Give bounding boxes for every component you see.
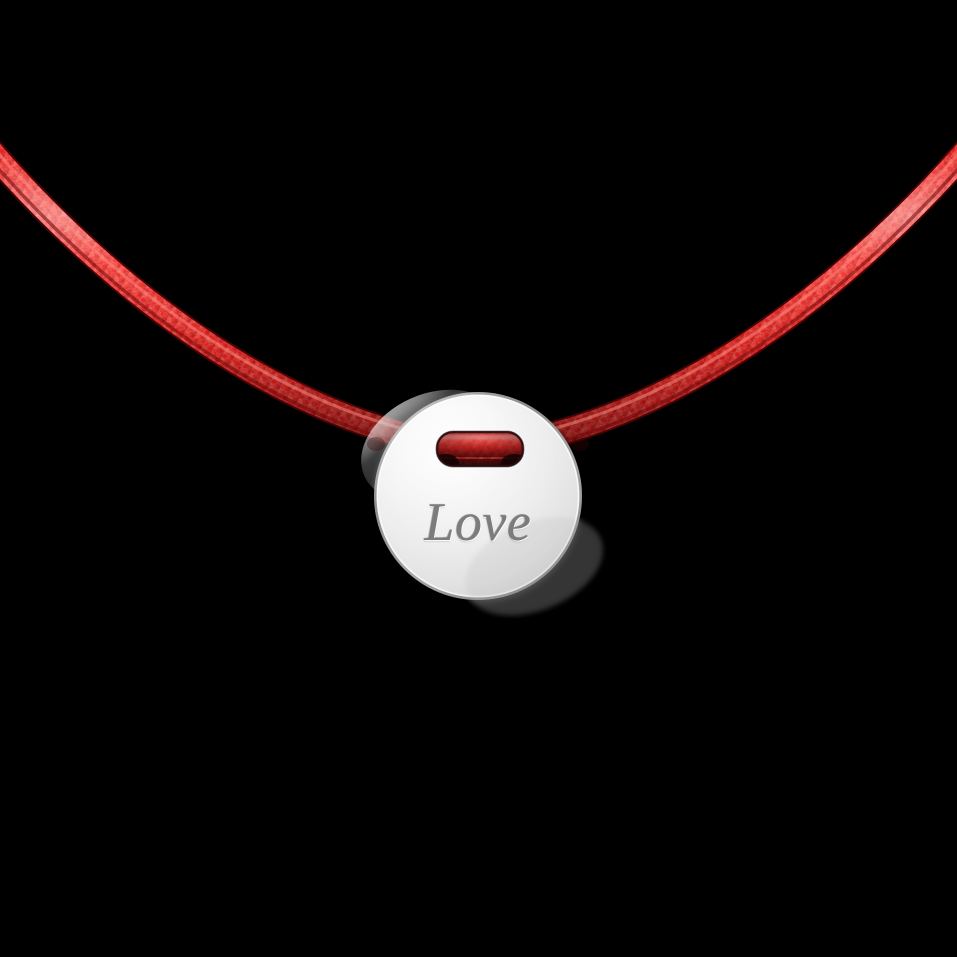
disc-highlight — [361, 389, 503, 503]
slot-edge-highlight — [434, 429, 526, 469]
cord-over-disc-edges — [367, 437, 589, 451]
disc-pendant[interactable] — [343, 368, 617, 633]
disc-shade — [465, 517, 603, 615]
cord-slot — [434, 429, 526, 469]
slot-edge — [435, 430, 525, 468]
